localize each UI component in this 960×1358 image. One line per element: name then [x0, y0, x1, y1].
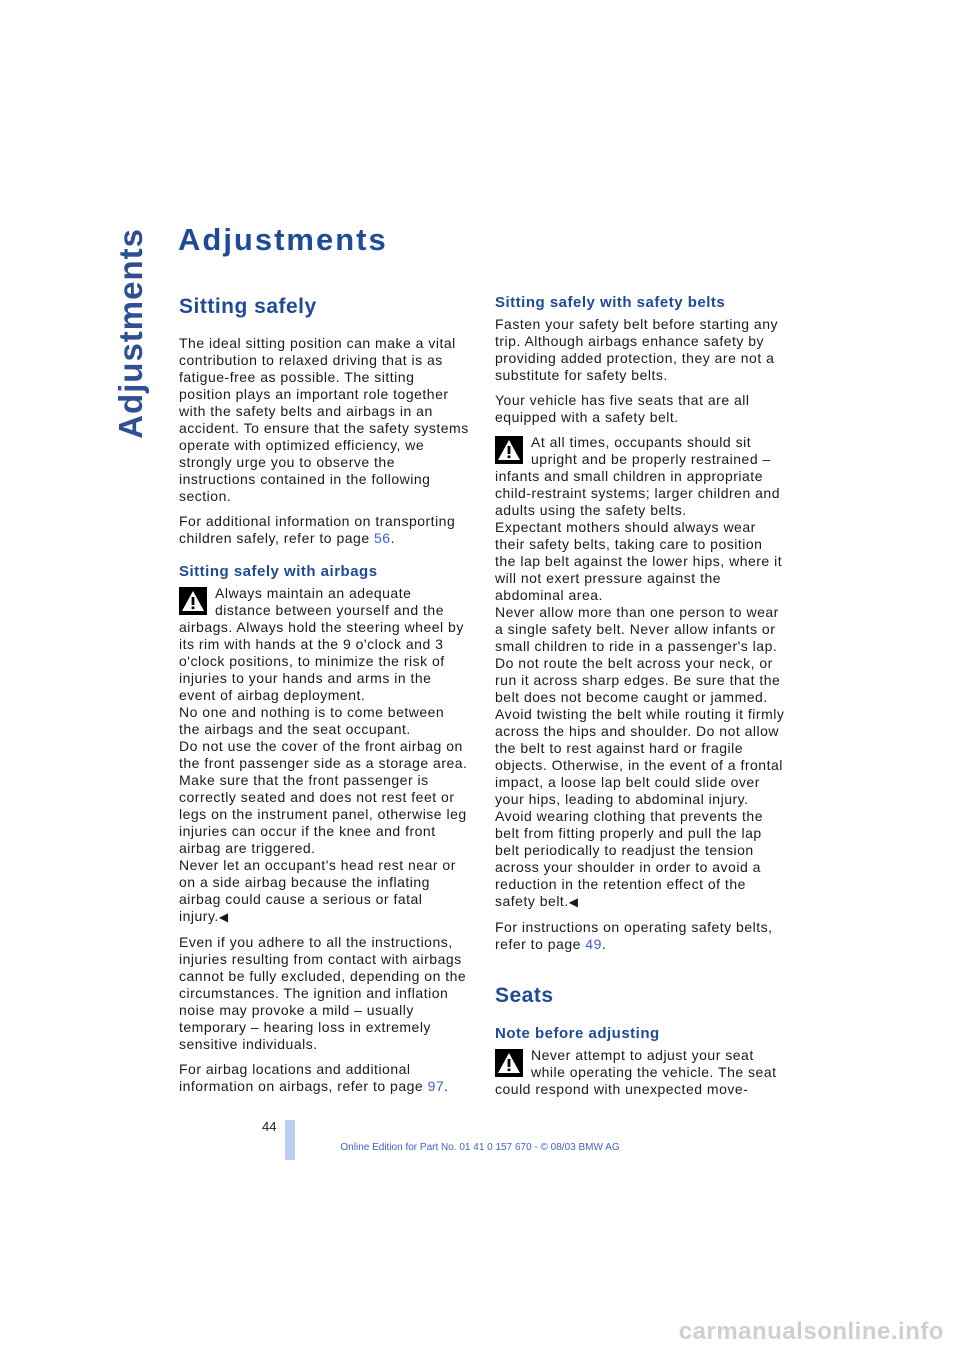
warning-triangle-icon	[495, 1049, 523, 1077]
sitting-safely-heading: Sitting safely	[179, 295, 317, 318]
airbags-warning: Always maintain an adequate distance bet…	[179, 585, 469, 926]
watermark: carmanualsonline.info	[678, 1318, 944, 1345]
warning-line: At all times, occupants should sit uprig…	[495, 434, 780, 518]
five-seats-paragraph: Your vehicle has five seats that are all…	[495, 392, 750, 425]
warning-line: Expectant mothers should always wear the…	[495, 519, 783, 603]
page-title: Adjustments	[178, 222, 388, 257]
intro-paragraph: The ideal sitting position can make a vi…	[179, 335, 469, 504]
left-column: Sitting safely The ideal sitting positio…	[179, 294, 469, 1103]
page-number: 44	[262, 1119, 277, 1134]
seats-heading: Seats	[495, 984, 554, 1007]
warning-triangle-icon	[495, 436, 523, 464]
page-marker-bar	[285, 1120, 295, 1160]
belts-heading: Sitting safely with safety belts	[495, 294, 726, 311]
airbags-heading: Sitting safely with airbags	[179, 563, 378, 580]
note-warning: Never attempt to adjust your seat while …	[495, 1047, 785, 1098]
locations-paragraph: For airbag locations and additional info…	[179, 1061, 449, 1094]
belts-intro: Fasten your safety belt before starting …	[495, 316, 778, 383]
page-49-link[interactable]: 49	[585, 936, 602, 952]
warning-line: No one and nothing is to come between th…	[179, 704, 445, 737]
page-97-link[interactable]: 97	[427, 1078, 445, 1094]
side-tab: Adjustments	[112, 228, 149, 439]
footer-note: Online Edition for Part No. 01 41 0 157 …	[340, 1142, 620, 1153]
warning-line: Never attempt to adjust your seat while …	[495, 1047, 777, 1097]
warning-triangle-icon	[179, 587, 207, 615]
warning-line: Always maintain an adequate distance bet…	[179, 585, 464, 703]
warning-line: Never let an occupant's head rest near o…	[179, 857, 456, 924]
instructions-paragraph: For instructions on operating safety bel…	[495, 919, 773, 952]
warning-line: Never allow more than one person to wear…	[495, 604, 785, 909]
warning-line: Do not use the cover of the front airbag…	[179, 738, 468, 856]
note-heading: Note before adjusting	[495, 1025, 660, 1042]
right-column: Sitting safely with safety belts Fasten …	[495, 294, 785, 1106]
belts-warning: At all times, occupants should sit uprig…	[495, 434, 785, 911]
even-if-paragraph: Even if you adhere to all the instructio…	[179, 934, 467, 1052]
end-mark-icon: ◀	[568, 895, 579, 909]
end-mark-icon: ◀	[218, 910, 229, 924]
transport-paragraph: For additional information on transporti…	[179, 513, 456, 546]
page-56-link[interactable]: 56	[374, 530, 391, 546]
